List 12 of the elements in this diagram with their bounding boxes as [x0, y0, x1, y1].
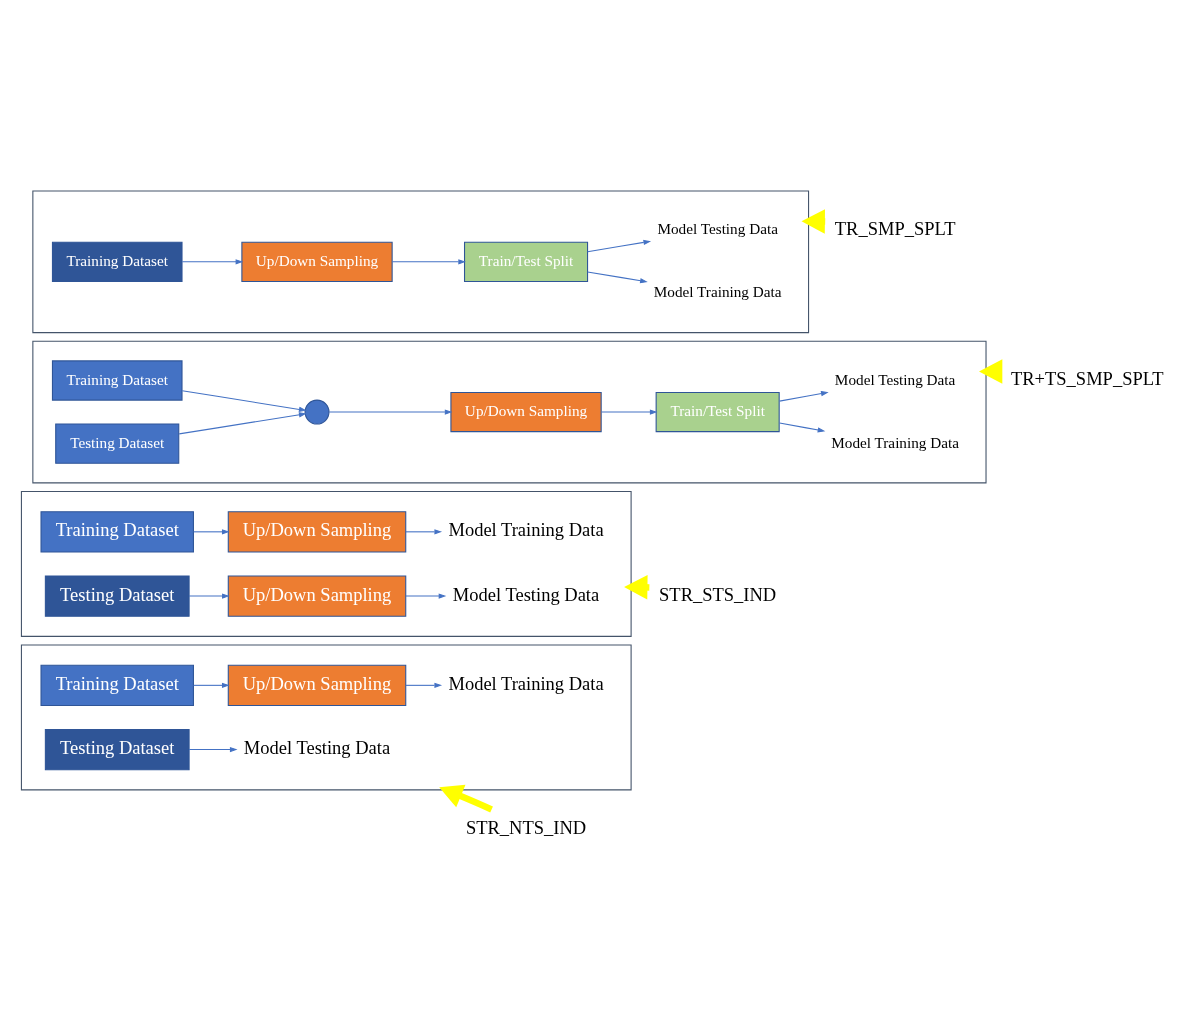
node-text: Model Training Data: [653, 283, 782, 301]
node-text: Model Testing Data: [452, 584, 600, 605]
node-text: TR+TS_SMP_SPLT: [1010, 368, 1164, 389]
node-text: Model Training Data: [831, 433, 960, 451]
node-text: Model Testing Data: [243, 738, 391, 759]
node-text: Model Testing Data: [657, 220, 778, 238]
node-text: Model Testing Data: [834, 370, 956, 388]
node-text: STR_NTS_IND: [465, 817, 587, 838]
node-text: STR_STS_IND: [659, 584, 777, 605]
node-text: TR_SMP_SPLT: [834, 218, 956, 239]
node-text: Model Training Data: [448, 673, 604, 694]
node-text: Model Training Data: [448, 520, 604, 541]
